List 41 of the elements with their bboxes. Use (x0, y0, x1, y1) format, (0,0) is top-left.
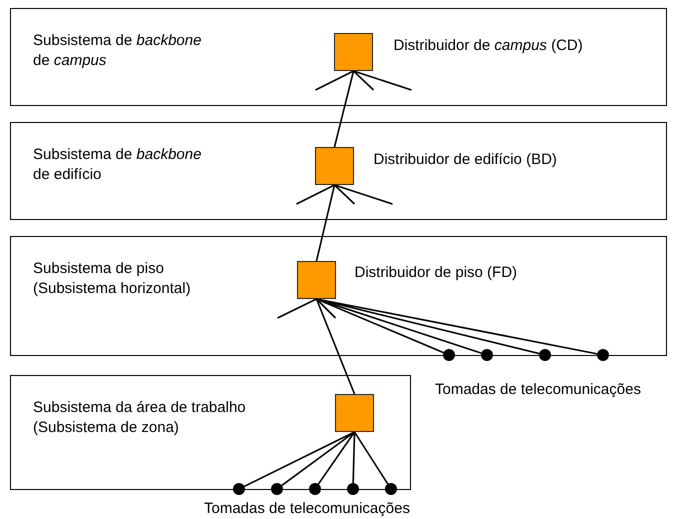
cable-stub-line (316, 298, 336, 319)
distributor-label: Distribuidor de campus (CD) (394, 36, 583, 56)
cable-stub-line (353, 70, 412, 91)
cable-line (244, 431, 355, 488)
outlet-dot (597, 349, 609, 361)
subsystem-band (10, 122, 667, 220)
outlets-label: Tomadas de telecomunicações (204, 499, 410, 519)
cable-line (281, 431, 355, 486)
distributor-square (296, 260, 336, 298)
distributor-square (334, 394, 374, 432)
distributor-square (334, 32, 372, 70)
outlet-dot (347, 483, 359, 495)
outlet-dot (539, 349, 551, 361)
cable-line (354, 432, 388, 484)
cable-line (318, 432, 356, 485)
outlet-dot (233, 483, 245, 495)
distributor-label: Distribuidor de piso (FD) (354, 262, 518, 282)
cable-stub-line (334, 184, 393, 205)
subsystem-band (10, 8, 667, 106)
outlet-dot (481, 349, 493, 361)
outlets-label: Tomadas de telecomunicações (435, 380, 641, 400)
cable-stub-line (277, 298, 317, 319)
subsystem-label: Subsistema da área de trabalho (Subsistema de zona) (33, 398, 247, 438)
distributor-label: Distribuidor de edifício (BD) (374, 150, 557, 170)
cable-line (316, 298, 356, 394)
outlet-dot (385, 483, 397, 495)
outlet-dot (309, 483, 321, 495)
cable-stub-line (334, 184, 356, 205)
cable-stub-line (352, 70, 374, 91)
outlet-dot (443, 349, 455, 361)
cable-stub-line (296, 184, 335, 205)
cable-stub-line (315, 70, 354, 91)
subsystem-label: Subsistema de piso (Subsistema horizontal) (33, 259, 192, 299)
distributor-square (314, 146, 354, 184)
subsystem-label: Subsistema de backbone de campus (33, 31, 202, 71)
cable-line (334, 70, 354, 148)
outlet-dot (271, 483, 283, 495)
subsystem-label: Subsistema de backbone de edifício (33, 145, 202, 185)
subsystem-band (10, 375, 411, 490)
cable-line (316, 184, 336, 262)
cable-line (352, 432, 356, 484)
